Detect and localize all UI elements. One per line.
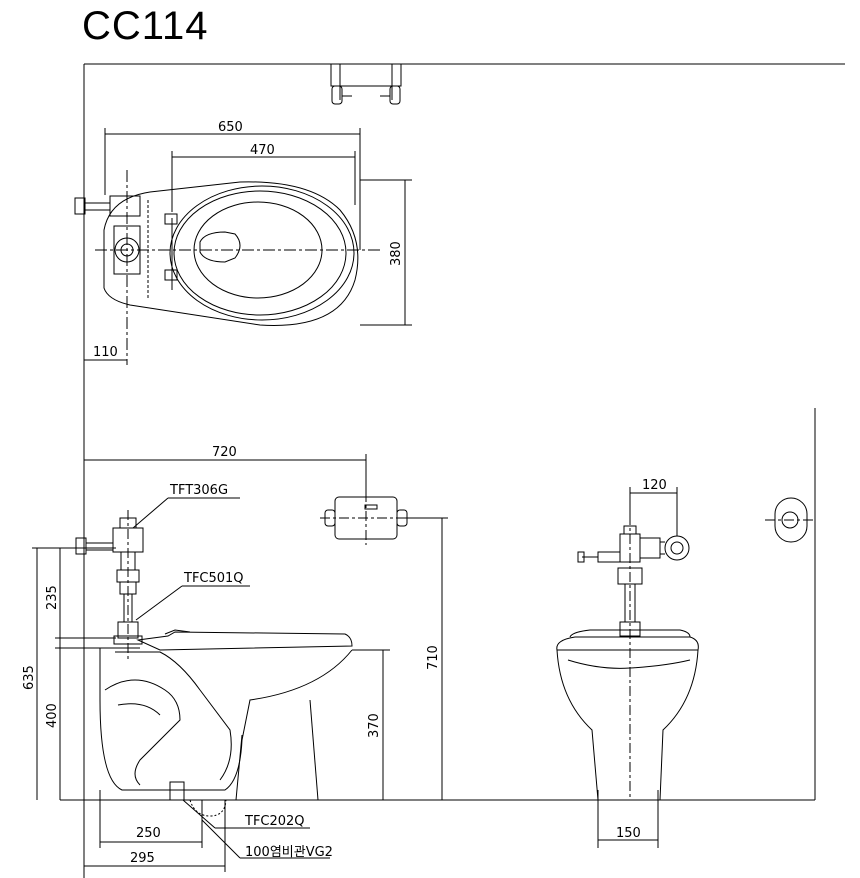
dim-635-label: 635 — [22, 665, 37, 690]
model-title: CC114 — [82, 4, 209, 48]
dim-710-label: 710 — [426, 645, 441, 670]
label-tfc501q: TFC501Q — [183, 571, 244, 586]
wall-lines — [60, 63, 845, 878]
side-view-dimension-lines — [597, 487, 678, 848]
dim-720-label: 720 — [212, 445, 237, 460]
paper-holder-side-icon — [765, 497, 815, 543]
dim-470-label: 470 — [250, 143, 275, 158]
dim-295-label: 295 — [130, 851, 155, 866]
top-view-dimension-lines — [84, 128, 412, 361]
toilet-top-view — [74, 181, 359, 326]
front-view-dimension-lines — [32, 454, 448, 872]
dim-250-label: 250 — [136, 826, 161, 841]
leader-lines — [132, 497, 330, 859]
dim-380-label: 380 — [389, 241, 404, 266]
label-tfc202q: TFC202Q — [244, 814, 305, 829]
dim-150-label: 150 — [616, 826, 641, 841]
paper-holder-front-icon — [320, 492, 420, 545]
dim-400-label: 400 — [45, 703, 60, 728]
toilet-side-view — [556, 629, 699, 801]
toilet-front-view — [99, 629, 353, 801]
dim-235-label: 235 — [45, 585, 60, 610]
dim-370-label: 370 — [367, 713, 382, 738]
dim-650-label: 650 — [218, 120, 243, 135]
paper-holder-top-icon — [330, 63, 402, 105]
label-tft306g: TFT306G — [169, 483, 228, 498]
dim-110-label: 110 — [93, 345, 118, 360]
dim-120-label: 120 — [642, 478, 667, 493]
label-drain-pipe: 100염비관VG2 — [245, 845, 333, 860]
flush-valve-front-icon — [75, 510, 144, 660]
